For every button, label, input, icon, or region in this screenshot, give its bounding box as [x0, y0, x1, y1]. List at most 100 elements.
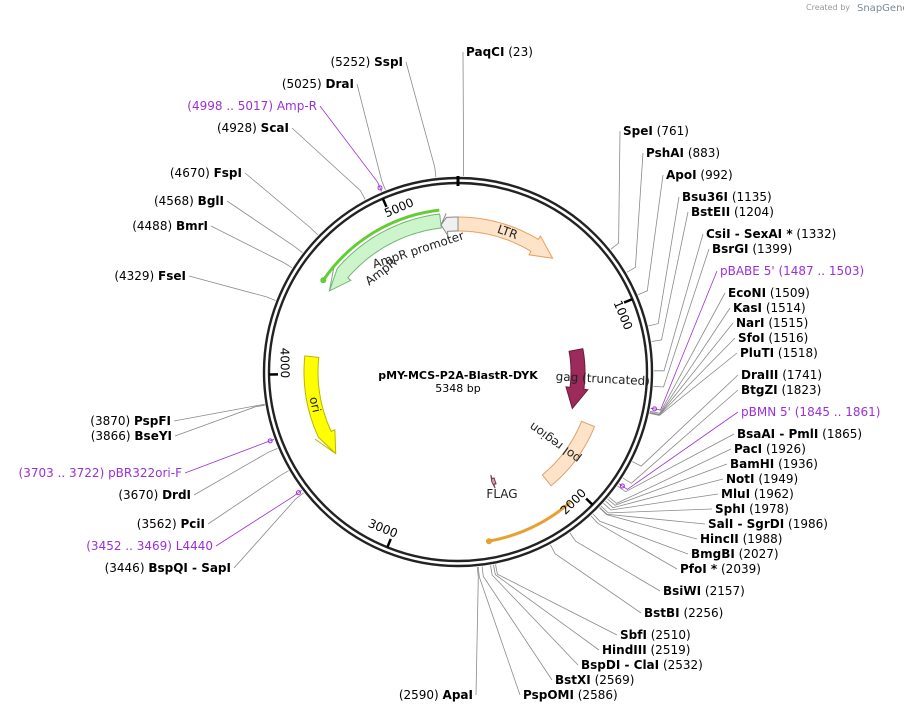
site-label-paqci: PaqCI (23)	[466, 45, 533, 59]
feature-LTR	[457, 216, 554, 259]
orange-segment	[488, 501, 572, 543]
leader-scai	[291, 127, 366, 200]
brand-name: SnapGene	[857, 3, 904, 14]
leader-pbr322ori-f	[184, 439, 275, 474]
leader-sbfi	[495, 564, 618, 636]
tick-mark-5000	[381, 198, 388, 208]
leader-l4440	[215, 489, 302, 547]
site-label-sspi: (5252) SspI	[330, 55, 403, 69]
leader-pshai	[626, 152, 644, 273]
leader-bsrgi	[653, 248, 710, 388]
leader-paqci	[462, 51, 465, 177]
site-label-csii-sexai: CsiI - SexAI * (1332)	[706, 227, 836, 241]
leader-bsu36i	[648, 196, 680, 327]
site-label-bsrgi: BsrGI (1399)	[712, 242, 792, 256]
tick-mark-1000	[623, 297, 633, 304]
leader-drdi	[193, 448, 278, 496]
site-label-fspi: (4670) FspI	[170, 166, 242, 180]
leader-sspi	[405, 61, 437, 178]
feature-ori	[303, 355, 337, 455]
site-label-amp-r: (4998 .. 5017) Amp-R	[187, 99, 317, 113]
feature-pol-region	[541, 420, 596, 487]
leader-bmgbi	[592, 513, 689, 555]
feature-gag	[565, 348, 589, 410]
site-label-hincii: HincII (1988)	[700, 532, 782, 546]
site-label-bsaai-pmli: BsaAI - PmlI (1865)	[737, 427, 862, 441]
tick-mark-3000	[386, 538, 392, 548]
leader-bmri	[210, 225, 293, 269]
leader-spei	[610, 130, 621, 250]
site-label-pbabe-5: pBABE 5' (1487 .. 1503)	[720, 264, 864, 278]
brand-created-by: Created by	[806, 3, 850, 12]
tick-label-3000: 3000	[366, 516, 400, 540]
site-label-apai: (2590) ApaI	[399, 688, 473, 702]
site-label-btgzi: BtgZI (1823)	[741, 383, 821, 397]
leader-noti	[605, 478, 724, 509]
feature-label-gag: gag (truncated)	[555, 369, 650, 388]
leader-bseyi	[174, 404, 265, 437]
leader-bstxi	[481, 566, 553, 681]
site-label-sbfi: SbfI (2510)	[620, 628, 691, 642]
site-label-econi: EcoNI (1509)	[728, 286, 810, 300]
site-label-bstxi: BstXI (2569)	[555, 673, 634, 687]
site-label-pbmn-5: pBMN 5' (1845 .. 1861)	[741, 405, 880, 419]
site-label-nari: NarI (1515)	[736, 316, 808, 330]
leader-hindiii	[493, 564, 600, 651]
leader-bspqi-sapi	[233, 492, 304, 569]
feature-label-flag: FLAG	[486, 487, 517, 501]
site-label-bspqi-sapi: (3446) BspQI - SapI	[105, 561, 231, 575]
tick-mark-2000	[585, 497, 594, 506]
leader-btgzi	[622, 389, 739, 484]
site-leader-lines	[173, 51, 739, 696]
leader-pspomi	[477, 566, 521, 696]
site-label-pshai: PshAI (883)	[646, 146, 720, 160]
leader-hincii	[599, 507, 698, 540]
plasmid-length: 5348 bp	[435, 382, 480, 395]
site-label-sali-sgrdi: SalI - SgrDI (1986)	[708, 517, 828, 531]
site-label-spei: SpeI (761)	[623, 124, 689, 138]
site-label-bsiwi: BsiWI (2157)	[663, 584, 745, 598]
leader-kasi	[649, 307, 731, 415]
leader-pfoi	[590, 515, 678, 570]
site-label-mlui: MluI (1962)	[721, 487, 794, 501]
tick-label-1000: 1000	[611, 298, 636, 332]
site-label-noti: NotI (1949)	[726, 472, 798, 486]
feature-arrows	[303, 208, 596, 545]
primer-site-l4440	[295, 490, 301, 496]
snapgene-brand: Created by SnapGene	[806, 3, 904, 14]
site-label-bsteii: BstEII (1204)	[691, 205, 774, 219]
leader-bamhi	[607, 463, 728, 506]
site-label-bseyi: (3866) BseYI	[91, 429, 172, 443]
leader-bspdi-clai	[490, 565, 579, 666]
leader-apoi	[637, 174, 664, 296]
leader-amp-r	[319, 105, 382, 192]
leader-bstbi	[550, 544, 642, 614]
site-label-drai: (5025) DraI	[282, 77, 354, 91]
leader-sphi	[600, 505, 713, 514]
leader-apai	[475, 566, 479, 696]
leader-bsaai-pmli	[617, 433, 735, 493]
site-label-pbr322ori-f: (3703 .. 3722) pBR322ori-F	[19, 466, 183, 480]
site-label-hindiii: HindIII (2519)	[602, 643, 690, 657]
green-segment-tip	[320, 277, 327, 284]
site-labels: PaqCI (23)SpeI (761)PshAI (883)ApoI (992…	[19, 45, 881, 702]
site-label-pluti: PluTI (1518)	[740, 346, 818, 360]
site-label-fsei: (4329) FseI	[114, 269, 186, 283]
feature-label-LTR: LTR	[496, 222, 520, 242]
feature-label-ori: ori	[307, 395, 324, 413]
site-label-bmgbi: BmgBI (2027)	[691, 547, 779, 561]
leader-fsei	[188, 275, 276, 301]
leader-fspi	[244, 172, 319, 236]
leader-bsteii	[651, 211, 689, 342]
site-label-pspfi: (3870) PspFI	[90, 414, 171, 428]
site-label-bgli: (4568) BglI	[154, 194, 224, 208]
site-label-sfoi: SfoI (1516)	[738, 331, 808, 345]
primer-site-pbabe-5	[652, 406, 658, 412]
leader-csii-sexai	[654, 233, 704, 372]
leader-pluti	[649, 352, 738, 416]
leader-econi	[649, 292, 726, 414]
leader-pcii	[207, 470, 289, 525]
leader-bsiwi	[569, 532, 661, 592]
site-label-pspomi: PspOMI (2586)	[523, 688, 618, 702]
site-label-drdi: (3670) DrdI	[118, 488, 191, 502]
